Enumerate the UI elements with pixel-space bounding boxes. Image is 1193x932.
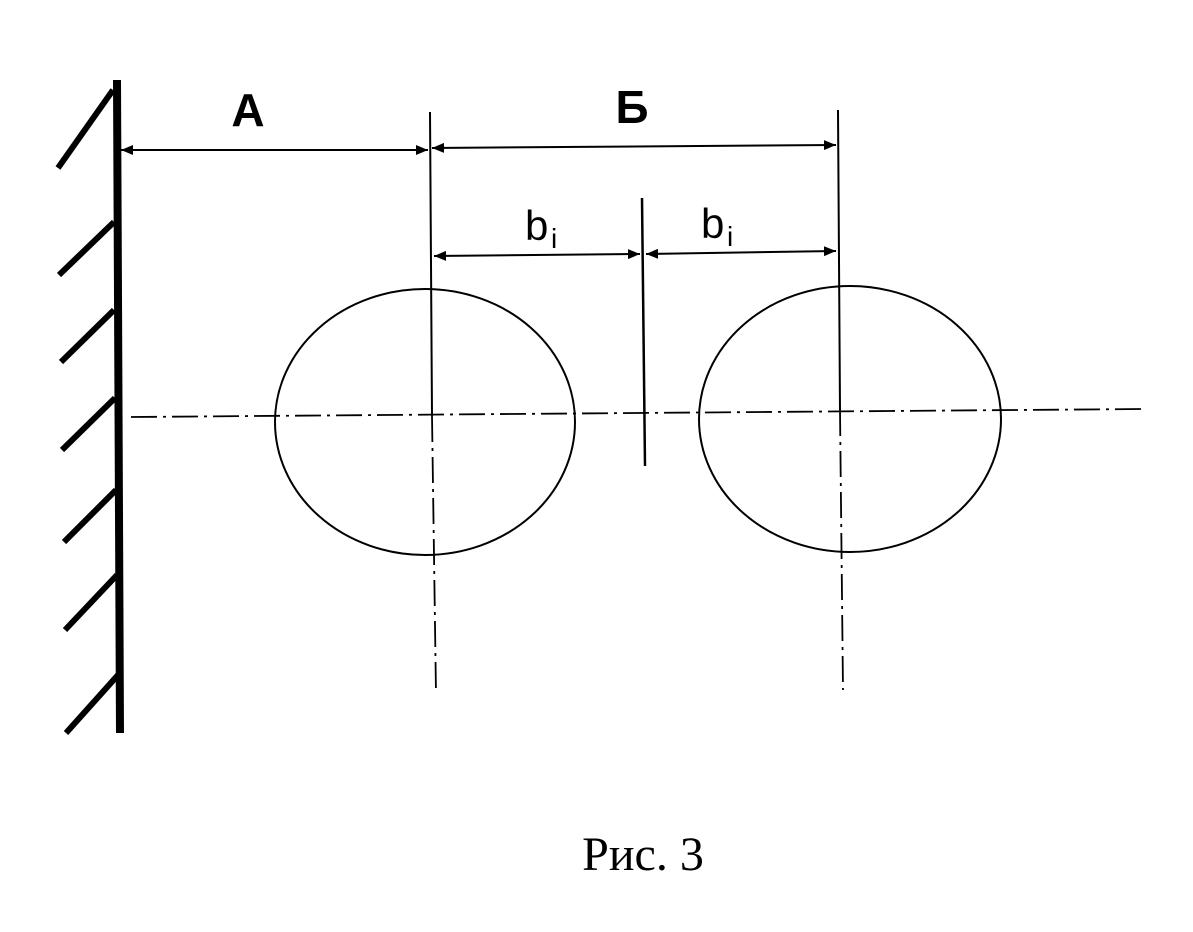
dimension-bi-left-line: [433, 249, 641, 261]
bi-left-label: b i: [525, 202, 557, 254]
figure-caption: Рис. 3: [582, 828, 704, 881]
left-vertical-center-line: [431, 415, 437, 695]
svg-text:i: i: [551, 223, 557, 254]
svg-text:b: b: [525, 202, 548, 249]
dimension-a-label: А: [231, 84, 264, 136]
horizontal-center-line: [130, 408, 1144, 418]
midpoint-line: [640, 197, 647, 467]
svg-text:i: i: [727, 221, 733, 252]
right-circle: [698, 285, 1002, 553]
svg-text:b: b: [701, 200, 724, 247]
dimension-bi-right-line: [645, 246, 837, 259]
dimension-b-label: Б: [615, 81, 648, 133]
right-center-extension: [837, 109, 841, 411]
dimension-b-line: [431, 140, 837, 153]
wall: [55, 79, 124, 736]
wall-line: [113, 79, 124, 734]
left-circle: [274, 288, 576, 556]
right-vertical-center-line: [839, 409, 844, 691]
left-center-extension: [429, 111, 433, 417]
bi-right-label: b i: [701, 200, 733, 252]
wall-hatching: [55, 88, 121, 736]
